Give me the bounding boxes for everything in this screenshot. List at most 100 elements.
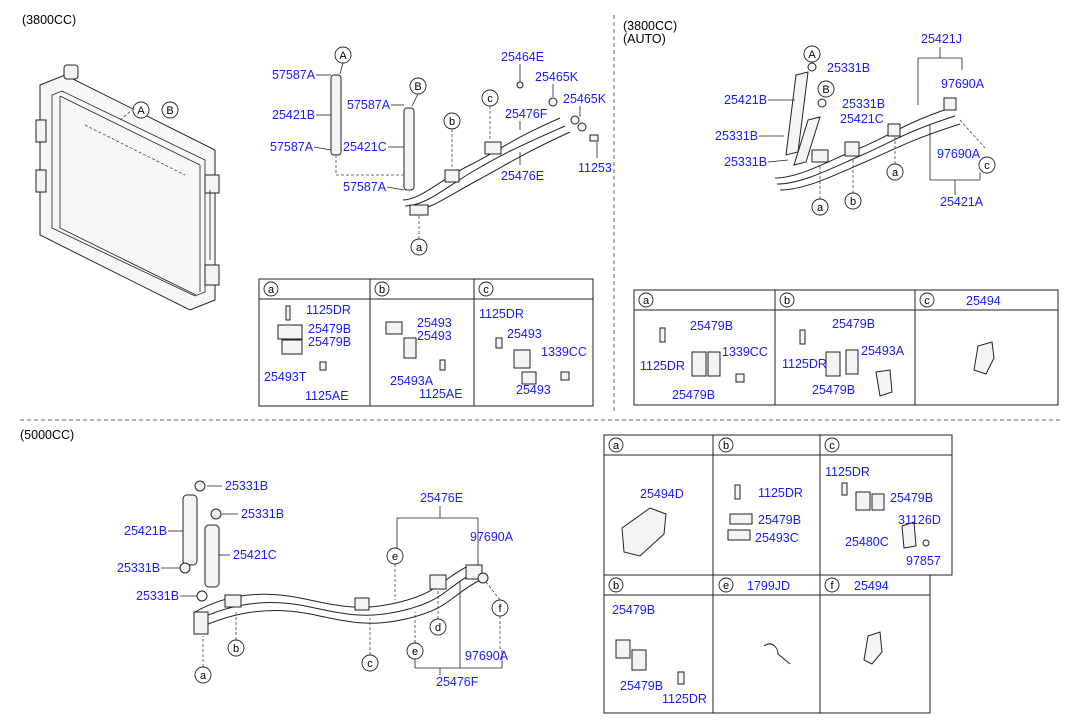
table1-a-part-1[interactable]: 1125DR [306,303,351,317]
callout-B-auto-letter: B [822,84,829,96]
auto-part-25421C[interactable]: 25421C [840,112,884,126]
callout-e-5000-1-letter: e [392,551,398,563]
section-title-3800cc-auto: (3800CC) [623,19,677,33]
table1-a-part-3[interactable]: 25479B [308,335,351,349]
part-57587A-1[interactable]: 57587A [272,68,316,82]
table1-c-part-1[interactable]: 1125DR [479,307,524,321]
table2-a-part-2[interactable]: 1339CC [722,345,768,359]
5000-part-25331B-1[interactable]: 25331B [225,479,268,493]
cooler-hoses-5000cc [182,494,483,635]
auto-part-97690A-2[interactable]: 97690A [937,147,981,161]
callout-d-5000-letter: d [435,622,441,634]
table3-header-a [608,437,624,453]
table1-a-part-5[interactable]: 1125AE [305,389,349,403]
table3-c-part-2[interactable]: 25479B [890,491,933,505]
callout-A-radiator-letter: A [137,105,145,117]
table3-b1-part-2[interactable]: 25479B [758,513,801,527]
table2-b-part-3[interactable]: 1125DR [782,357,827,371]
radiator-illustration [35,64,220,311]
table1-b-part-1[interactable]: 25493 [417,316,452,330]
table2-a-part-3[interactable]: 1125DR [640,359,685,373]
5000-part-25476F[interactable]: 25476F [436,675,479,689]
table1-c-part-3[interactable]: 1339CC [541,345,587,359]
auto-part-25331B-1[interactable]: 25331B [827,61,870,75]
callout-b-auto-letter: b [850,196,856,208]
callout-A-auto-letter: A [808,49,816,61]
5000-part-97690A-1[interactable]: 97690A [470,530,514,544]
part-57587A-2[interactable]: 57587A [347,98,391,112]
part-57587A-3[interactable]: 57587A [270,140,314,154]
table1-b-part-4[interactable]: 1125AE [419,387,463,401]
table3-f-header-part[interactable]: 25494 [854,579,889,593]
5000-part-97690A-2[interactable]: 97690A [465,649,509,663]
callout-A-3800-letter: A [339,50,347,62]
table1-a-part-2[interactable]: 25479B [308,322,351,336]
table2-clip-c-illustration [973,341,995,375]
table1-b-part-3[interactable]: 25493A [390,374,434,388]
table1-header-a-letter: a [268,284,275,296]
5000-part-25331B-4[interactable]: 25331B [136,589,179,603]
part-25421B[interactable]: 25421B [272,108,315,122]
table3-b1-part-3[interactable]: 25493C [755,531,799,545]
callout-a-auto-1-letter: a [892,167,899,179]
5000-part-25331B-3[interactable]: 25331B [117,561,160,575]
table1-a-part-4[interactable]: 25493T [264,370,307,384]
table1-clip-b-illustration [385,321,446,371]
table3-e-header-part[interactable]: 1799JD [747,579,790,593]
callout-A-radiator [132,101,150,119]
part-57587A-4[interactable]: 57587A [343,180,387,194]
callout-a-auto-2-letter: a [817,202,824,214]
auto-part-25421A[interactable]: 25421A [940,195,984,209]
auto-part-25421B[interactable]: 25421B [724,93,767,107]
table2-header-a [638,292,654,308]
table3-b2-part-2[interactable]: 25479B [620,679,663,693]
table1-b-part-2[interactable]: 25493 [417,329,452,343]
table2-b-part-1[interactable]: 25479B [832,317,875,331]
callout-A-auto [803,45,821,63]
part-11253[interactable]: 11253 [578,161,612,175]
callout-B-radiator [161,101,179,119]
table3-clip-e-illustration [763,643,791,665]
auto-part-25331B-4[interactable]: 25331B [724,155,767,169]
table2-c-header-part[interactable]: 25494 [966,294,1001,308]
auto-part-25331B-2[interactable]: 25331B [842,97,885,111]
part-25476E[interactable]: 25476E [501,169,544,183]
table3-header-e [718,577,734,593]
part-25464E[interactable]: 25464E [501,50,544,64]
auto-part-25421J[interactable]: 25421J [921,32,962,46]
table1-header-c-letter: c [483,284,489,296]
table1-header-b [374,281,390,297]
table2-header-c [919,292,935,308]
5000-part-25331B-2[interactable]: 25331B [241,507,284,521]
5000-part-25421C[interactable]: 25421C [233,548,277,562]
part-25465K-1[interactable]: 25465K [535,70,579,84]
table2-b-part-2[interactable]: 25493A [861,344,905,358]
table3-b2-part-3[interactable]: 1125DR [662,692,707,706]
table1-c-part-4[interactable]: 25493 [516,383,551,397]
table1-c-part-2[interactable]: 25493 [507,327,542,341]
callout-b-5000-letter: b [233,643,239,655]
table2-b-part-4[interactable]: 25479B [812,383,855,397]
table3-a-part-1[interactable]: 25494D [640,487,684,501]
table3-c-part-4[interactable]: 25480C [845,535,889,549]
table3-b2-part-1[interactable]: 25479B [612,603,655,617]
callout-e-5000-2-letter: e [412,646,418,658]
5000-part-25421B[interactable]: 25421B [124,524,167,538]
callout-b-3800-letter: b [449,116,455,128]
auto-part-25331B-3[interactable]: 25331B [715,129,758,143]
auto-part-97690A-1[interactable]: 97690A [941,77,985,91]
part-25465K-2[interactable]: 25465K [563,92,607,106]
clip-table-5000cc [603,434,953,714]
table3-c-part-5[interactable]: 97857 [906,554,941,568]
table3-c-part-1[interactable]: 1125DR [825,465,870,479]
table3-clip-b1-illustration [727,484,753,541]
callout-B-radiator-letter: B [166,105,173,117]
part-25421C[interactable]: 25421C [343,140,387,154]
part-25476F[interactable]: 25476F [505,107,548,121]
table2-a-part-1[interactable]: 25479B [690,319,733,333]
table2-a-part-4[interactable]: 25479B [672,388,715,402]
table3-b1-part-1[interactable]: 1125DR [758,486,803,500]
5000-part-25476E[interactable]: 25476E [420,491,463,505]
table3-c-part-3[interactable]: 31126D [898,513,941,527]
